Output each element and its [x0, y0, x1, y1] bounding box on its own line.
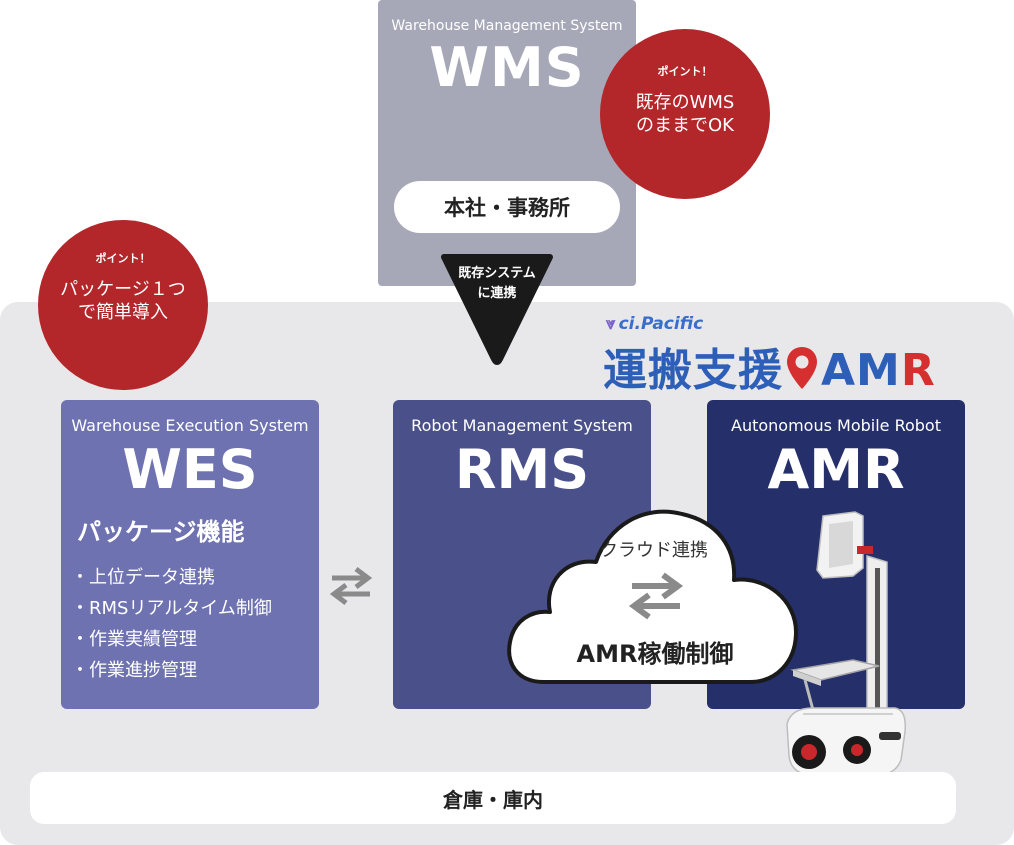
connector-line2: に連携 — [477, 286, 517, 301]
map-pin-icon — [787, 347, 817, 389]
floor-label: 倉庫・庫内 — [30, 772, 956, 824]
logo-mark-icon: ⩔ — [606, 314, 616, 334]
cloud-control-label: AMR稼働制御 — [576, 640, 734, 668]
point-message-line1: 既存のWMS — [635, 92, 735, 113]
rms-title: RMS — [454, 438, 590, 501]
cloud-label: クラウド連携 — [600, 540, 708, 561]
list-item: RMSリアルタイム制御 — [71, 593, 272, 624]
bidirectional-arrows-icon — [329, 567, 373, 605]
wms-location-label: 本社・事務所 — [394, 181, 620, 233]
connector-line1: 既存システム — [458, 266, 536, 281]
wms-subtitle: Warehouse Management System — [391, 18, 623, 34]
wms-box: Warehouse Management System WMS 本社・事務所 — [378, 0, 636, 286]
wes-subtitle: Warehouse Execution System — [71, 416, 309, 435]
cloud-icon — [507, 509, 798, 684]
amr-title: AMR — [767, 438, 905, 501]
point-badge-wms: ポイント！ 既存のWMS のままでOK — [600, 29, 770, 199]
wes-box: Warehouse Execution System WES パッケージ機能 上… — [61, 400, 319, 709]
rms-subtitle: Robot Management System — [411, 416, 633, 435]
amr-subtitle: Autonomous Mobile Robot — [731, 416, 941, 435]
robot-illustration — [786, 511, 907, 777]
point-message-line2: で簡単導入 — [78, 302, 168, 323]
connector-label: 既存システム に連携 — [440, 264, 554, 304]
company-name: ci.Pacific — [618, 314, 704, 334]
down-triangle-icon — [441, 254, 553, 365]
list-item: 作業実績管理 — [71, 624, 272, 655]
list-item: 作業進捗管理 — [71, 655, 272, 686]
point-message-line1: パッケージ１つ — [60, 279, 186, 300]
product-name-en: AM — [821, 345, 901, 396]
point-message-line2: のままでOK — [636, 115, 734, 136]
wes-heading: パッケージ機能 — [77, 518, 245, 546]
wms-title: WMS — [429, 36, 585, 99]
product-name-en-r: R — [900, 345, 936, 396]
product-name-jp: 運搬支援 — [603, 345, 783, 396]
list-item: 上位データ連携 — [71, 562, 272, 593]
point-tag: ポイント！ — [657, 65, 713, 78]
company-logo: ⩔ci.Pacific — [606, 314, 703, 334]
point-tag: ポイント！ — [95, 252, 151, 265]
bidirectional-arrows-icon — [628, 572, 684, 620]
wes-feature-list: 上位データ連携 RMSリアルタイム制御 作業実績管理 作業進捗管理 — [71, 562, 272, 686]
point-badge-wes: ポイント！ パッケージ１つ で簡単導入 — [38, 220, 208, 390]
product-logo: 運搬支援 AMR — [603, 334, 936, 398]
wes-title: WES — [122, 438, 258, 501]
